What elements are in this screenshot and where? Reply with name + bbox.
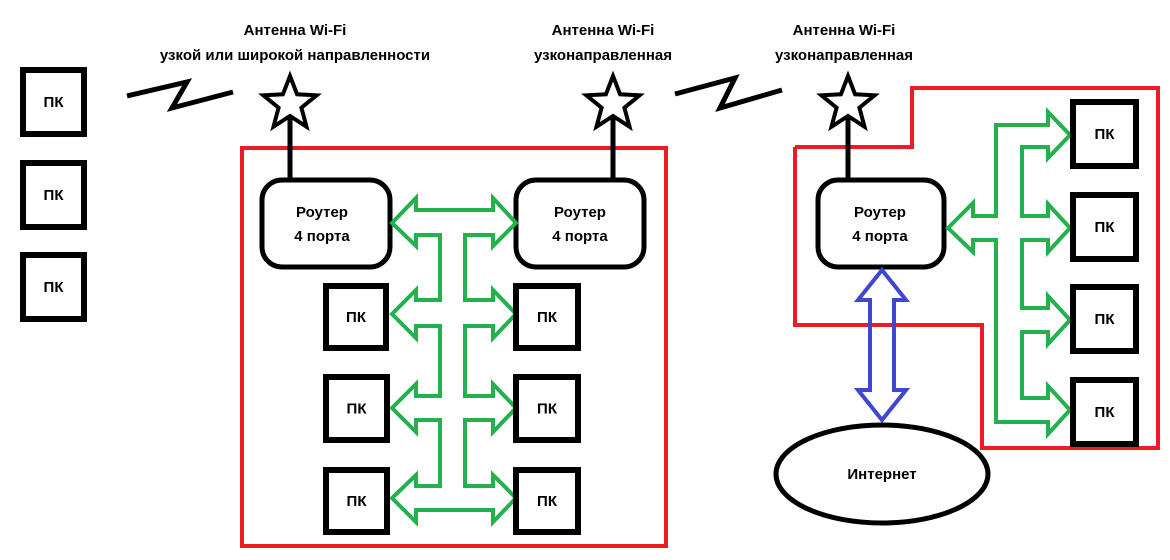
pc-box (1070, 99, 1139, 169)
antenna-1-label-line2: узкой или широкой направленности (160, 47, 430, 64)
internet-cloud: Интернет (773, 422, 991, 526)
pc-label: ПК (44, 279, 65, 296)
remote-network-zone (793, 86, 1160, 450)
pc-node: ПК (1070, 192, 1139, 262)
pc-label: ПК (1095, 404, 1116, 421)
antenna-2-label-line2: узконаправленная (534, 47, 672, 64)
pc-node: ПК (20, 252, 87, 322)
pc-label: ПК (347, 493, 368, 510)
pc-label: ПК (537, 401, 558, 418)
pc-box (323, 467, 390, 535)
router-3: Роутер 4 порта (815, 177, 947, 270)
pc-box (20, 160, 87, 230)
pc-box (20, 67, 87, 137)
local-network-zone (240, 146, 668, 548)
router-2-box (513, 177, 647, 270)
pc-node: ПК (323, 374, 390, 443)
pc-box (20, 252, 87, 322)
pc-node: ПК (1070, 99, 1139, 169)
router-1-box (259, 177, 393, 270)
pc-label: ПК (346, 309, 367, 326)
antenna-2-star-icon (581, 70, 645, 132)
pc-node: ПК (513, 467, 581, 535)
pc-node: ПК (20, 67, 87, 137)
wireless-link-icon (126, 78, 234, 112)
lan-bus-arrow-left (389, 192, 519, 527)
pc-node: ПК (513, 283, 581, 351)
pc-box (513, 374, 581, 443)
pc-box (513, 283, 581, 351)
pc-node: ПК (1070, 284, 1139, 354)
pc-label: ПК (537, 309, 558, 326)
pc-label: ПК (44, 187, 65, 204)
pc-box (513, 467, 581, 535)
lan-bus-arrow-right (945, 107, 1073, 440)
pc-label: ПК (44, 94, 65, 111)
router-3-label-line2: 4 порта (852, 228, 908, 245)
pc-label: ПК (1095, 311, 1116, 328)
router-3-label-line1: Роутер (854, 204, 906, 221)
pc-label: ПК (1095, 219, 1116, 236)
pc-node: ПК (323, 467, 390, 535)
router-2: Роутер 4 порта (513, 177, 647, 270)
pc-node: ПК (20, 160, 87, 230)
router-1: Роутер 4 порта (259, 177, 393, 270)
pc-box (323, 283, 389, 351)
antenna-3-label-line2: узконаправленная (775, 47, 913, 64)
antenna-1-label-line1: Антенна Wi-Fi (244, 22, 347, 39)
router-2-label-line2: 4 порта (552, 228, 608, 245)
router-3-box (815, 177, 947, 270)
pc-label: ПК (1095, 126, 1116, 143)
pc-box (1070, 284, 1139, 354)
pc-node: ПК (513, 374, 581, 443)
pc-box (1070, 192, 1139, 262)
pc-label: ПК (537, 493, 558, 510)
antenna-2-label-line1: Антенна Wi-Fi (552, 22, 655, 39)
antenna-1-star-icon (258, 70, 322, 132)
pc-label: ПК (347, 401, 368, 418)
internet-ellipse (773, 422, 991, 526)
pc-node: ПК (1070, 377, 1139, 447)
antenna-3-label-line1: Антенна Wi-Fi (793, 22, 896, 39)
router-1-label-line1: Роутер (296, 204, 348, 221)
pc-node: ПК (323, 283, 389, 351)
pc-box (323, 374, 390, 443)
router-1-label-line2: 4 порта (294, 228, 350, 245)
antenna-3-star-icon (816, 70, 880, 132)
router-2-label-line1: Роутер (554, 204, 606, 221)
wireless-link-icon (674, 74, 783, 112)
internet-link-arrow (853, 266, 911, 424)
internet-label: Интернет (847, 466, 916, 483)
pc-box (1070, 377, 1139, 447)
